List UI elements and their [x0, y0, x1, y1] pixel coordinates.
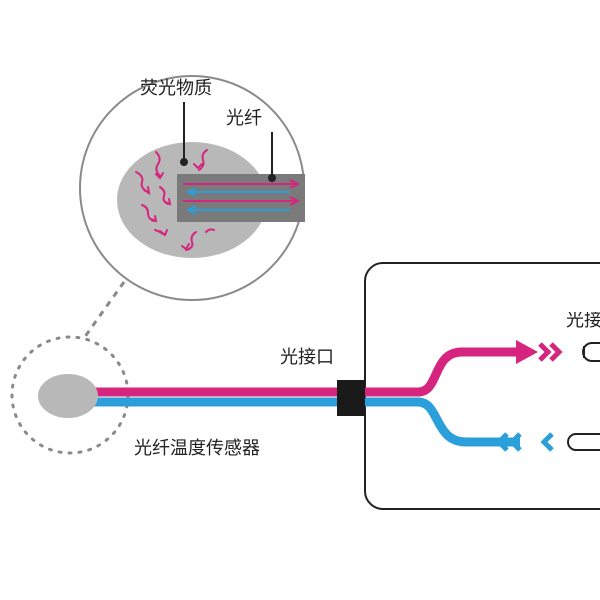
excitation-chevrons [538, 342, 563, 362]
fiber-tip-body [177, 174, 305, 222]
excitation-branch [417, 347, 520, 397]
label-optical-fiber: 光纤 [226, 108, 262, 129]
zoom-dashed-link [82, 281, 126, 339]
optical-connector [337, 380, 365, 416]
emission-chevrons [495, 432, 554, 452]
label-fiber-temp-sensor: 光纤温度传感器 [134, 438, 260, 459]
sensor-probe [38, 374, 98, 418]
label-right-partial: 光接 [566, 312, 600, 330]
instrument-box [364, 262, 600, 510]
photodetector-icon [567, 433, 600, 451]
label-fluorescent-material: 荧光物质 [140, 78, 212, 99]
emission-branch [417, 397, 520, 447]
fluorescence-squiggles [135, 149, 215, 251]
light-source-icon [582, 342, 600, 362]
label-optical-interface: 光接口 [280, 347, 334, 368]
leader-lines [180, 102, 276, 182]
fiber-internal-arrows [183, 179, 301, 215]
